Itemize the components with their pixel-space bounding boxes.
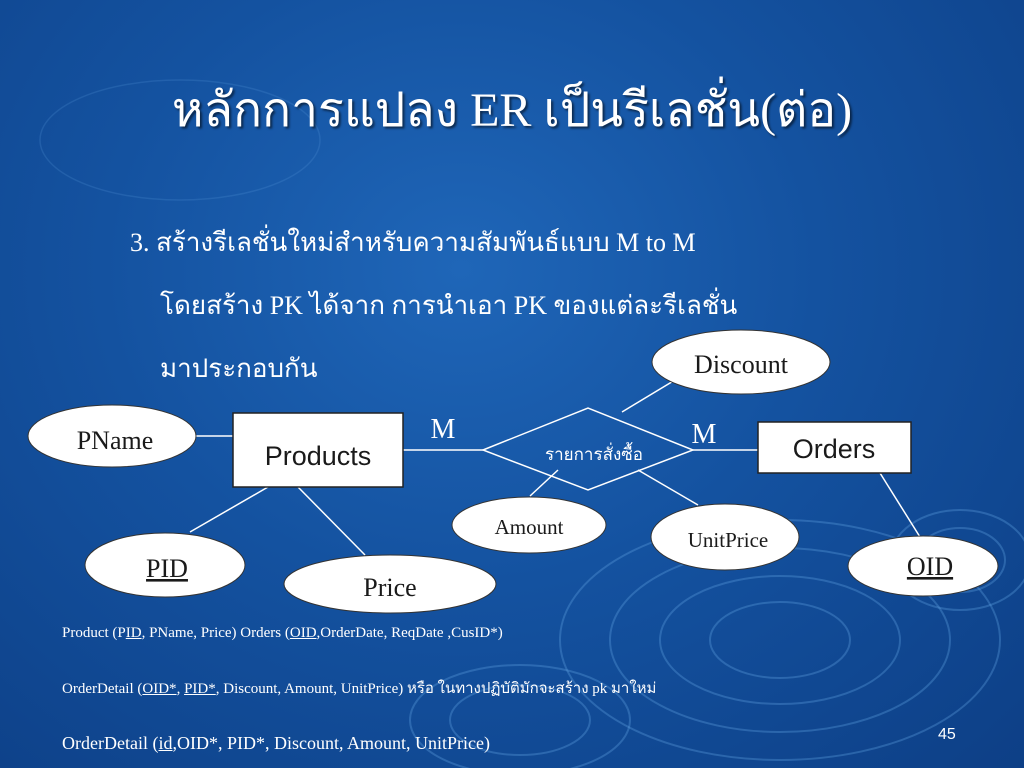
schema-line-orderdetail-composite: OrderDetail (OID*, PID*, Discount, Amoun… bbox=[62, 676, 656, 700]
slide-title: หลักการแปลง ER เป็นรีเลชั่น(ต่อ) bbox=[171, 84, 853, 137]
line-discount-relationship bbox=[621, 379, 676, 413]
attribute-pid bbox=[84, 532, 246, 598]
attribute-pname-label: PName bbox=[77, 426, 154, 455]
attribute-oid bbox=[847, 535, 999, 597]
schema-od-key-pid: PID* bbox=[184, 681, 216, 697]
line-price-products bbox=[297, 486, 366, 556]
line-oid-orders bbox=[879, 472, 921, 538]
relationship-label: รายการสั่งซื้อ bbox=[545, 442, 643, 464]
schema-od-open: OrderDetail ( bbox=[62, 681, 143, 697]
attribute-discount bbox=[651, 329, 831, 395]
entity-products bbox=[232, 412, 404, 488]
cardinality-right: M bbox=[692, 419, 717, 450]
page-number: 45 bbox=[938, 726, 956, 743]
attribute-pname bbox=[27, 404, 197, 468]
schema-orders-rest: ,OrderDate, ReqDate ,CusID*) bbox=[316, 625, 503, 641]
schema-product-open: Product (P bbox=[62, 625, 126, 641]
attribute-price-label: Price bbox=[363, 573, 416, 602]
entity-products-label: Products bbox=[265, 441, 372, 471]
bullet-line-3: มาประกอบกัน bbox=[160, 354, 318, 383]
attribute-unitprice-label: UnitPrice bbox=[688, 528, 768, 552]
bullet-line-1: 3. สร้างรีเลชั่นใหม่สำหรับความสัมพันธ์แบ… bbox=[130, 228, 696, 257]
schema-od-sep: , bbox=[176, 681, 185, 697]
attribute-unitprice bbox=[650, 503, 800, 571]
attribute-pid-label: PID bbox=[146, 554, 188, 583]
relationship-diamond bbox=[480, 407, 696, 491]
schema-line-product-orders: Product (PID, PName, Price) Orders (OID,… bbox=[62, 625, 503, 642]
schema-od2-rest: ,OID*, PID*, Discount, Amount, UnitPrice… bbox=[172, 733, 490, 753]
entity-orders bbox=[757, 421, 912, 474]
attribute-discount-label: Discount bbox=[694, 350, 789, 379]
schema-od2-key-id: id bbox=[158, 733, 173, 753]
schema-product-key: ID bbox=[125, 625, 142, 641]
schema-od-key-oid: OID* bbox=[142, 681, 177, 697]
schema-orders-key: OID bbox=[289, 625, 317, 641]
attribute-amount bbox=[451, 496, 607, 554]
attribute-amount-label: Amount bbox=[495, 515, 564, 539]
bullet-line-2: โดยสร้าง PK ได้จาก การนำเอา PK ของแต่ละร… bbox=[160, 291, 738, 320]
attribute-oid-label: OID bbox=[907, 552, 953, 581]
cardinality-left: M bbox=[431, 414, 456, 445]
schema-od-rest: , Discount, Amount, UnitPrice) หรือ ในทา… bbox=[215, 681, 657, 697]
schema-od2-open: OrderDetail ( bbox=[62, 733, 159, 753]
line-pid-products bbox=[189, 486, 269, 533]
connector-lines bbox=[189, 379, 921, 556]
line-amount-relationship bbox=[529, 469, 559, 497]
entity-orders-label: Orders bbox=[793, 434, 876, 464]
attribute-price bbox=[283, 554, 497, 614]
line-unitprice-relationship bbox=[637, 469, 699, 506]
schema-line-orderdetail-surrogate: OrderDetail (id,OID*, PID*, Discount, Am… bbox=[62, 733, 490, 754]
schema-product-rest: , PName, Price) Orders ( bbox=[141, 625, 290, 641]
